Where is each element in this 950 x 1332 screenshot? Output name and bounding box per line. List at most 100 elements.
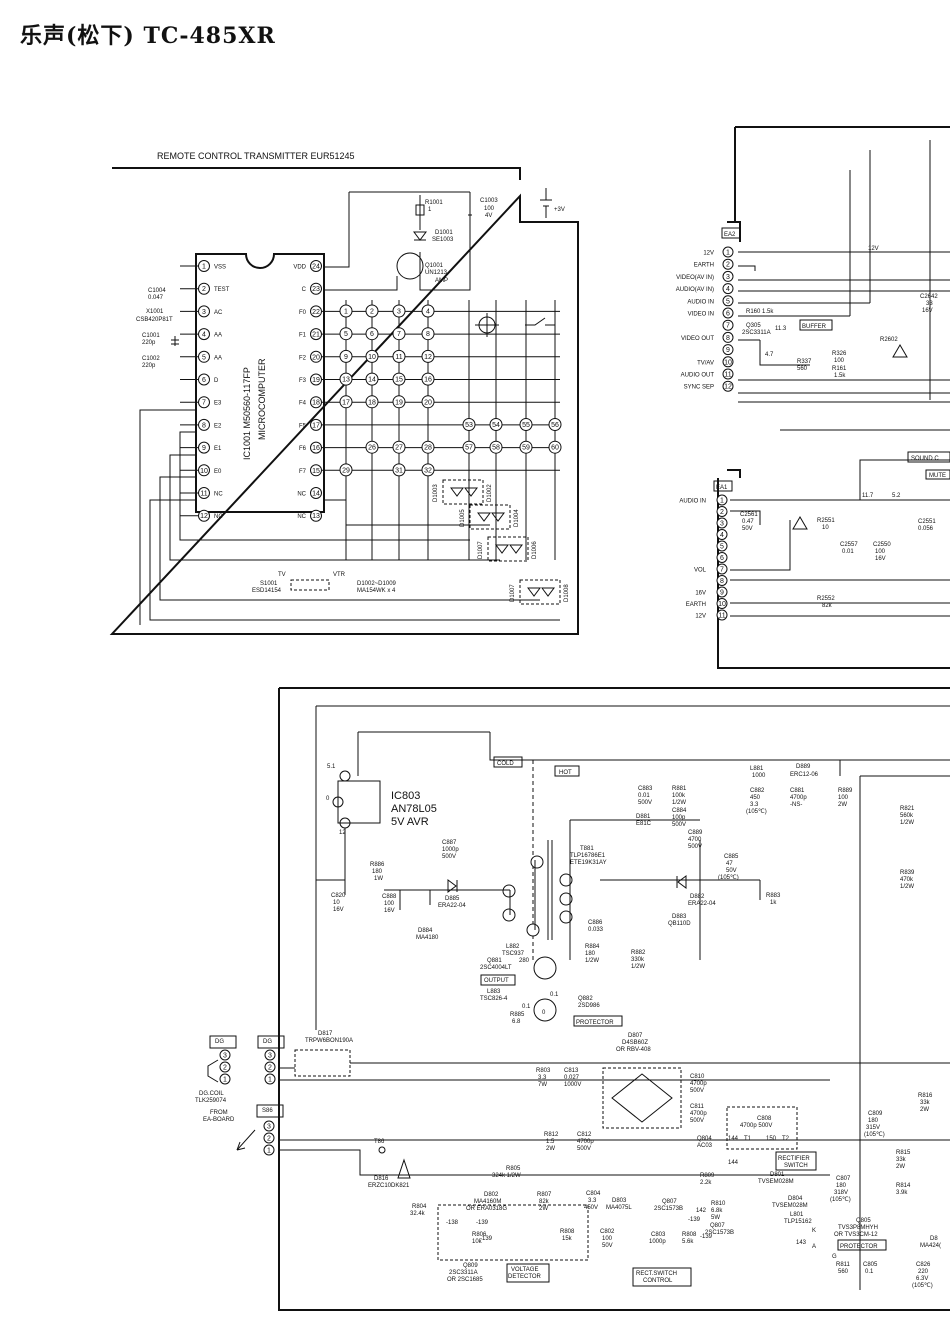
power-component-label: R886 (370, 862, 385, 868)
q1001-value: UN1213 (425, 270, 448, 276)
power-component-label: QB110D (668, 921, 691, 927)
power-component-label: -NS- (790, 802, 802, 808)
battery-label: +3V (554, 207, 565, 213)
power-component-label: 47 (726, 861, 733, 867)
power-component-label: C811 (690, 1104, 705, 1110)
ea1-name: EA1 (716, 485, 728, 491)
keypad-key: 1 (339, 304, 353, 318)
c1002-label: C1002 (142, 356, 160, 362)
power-component-label: C813 (564, 1068, 579, 1074)
power-component-label: SWITCH (784, 1163, 808, 1169)
ea2-pin: 6 (722, 307, 734, 319)
ic1001-left-pin-num: 7 (202, 400, 206, 407)
keypad-key-num: 19 (395, 399, 403, 406)
c1004-label: C1004 (148, 288, 166, 294)
power-component-label: C885 (724, 854, 739, 860)
power-component-label: 10k (472, 1239, 483, 1245)
connector-pin-num: 2 (267, 1136, 271, 1143)
c2550-value1: 100 (875, 549, 886, 555)
power-component-label: 1/2W (900, 820, 914, 826)
power-component-label: 4700p (577, 1139, 594, 1145)
ea2-pin: 12 (722, 380, 734, 392)
power-component-label: 2SC1573B (654, 1206, 683, 1212)
t881-pin (502, 884, 516, 898)
power-component-label: D802 (484, 1192, 499, 1198)
power-component-label: 2W (539, 1206, 548, 1212)
power-component-label: RECT.SWITCH (636, 1271, 677, 1277)
power-component-label: 180 (585, 951, 596, 957)
connector-pin-num: 3 (268, 1053, 272, 1060)
ic1001-right-pin-name: F1 (299, 333, 307, 339)
ic803-v12: 12 (339, 830, 346, 836)
connector-pin: 3 (264, 1049, 276, 1061)
keypad-key: 3 (392, 304, 406, 318)
buffer-box (799, 319, 833, 331)
keypad-key: 54 (489, 418, 503, 431)
s1001-switch (290, 579, 330, 591)
mute-box (925, 469, 950, 480)
t881-pin (526, 923, 540, 937)
ic1001-right-pin-num: 16 (312, 445, 320, 452)
power-component-label: 0 (542, 1010, 546, 1016)
power-component-label: TSC937 (502, 951, 525, 957)
power-component-label: C887 (442, 840, 457, 846)
keypad-key: 10 (365, 349, 379, 363)
mute-label: MUTE (929, 473, 946, 479)
power-component-label: D8 (930, 1236, 938, 1242)
dg-coil-pin: 2 (219, 1061, 231, 1073)
power-component-label: EA-BOARD (203, 1117, 235, 1123)
power-component-label: 143 (796, 1240, 807, 1246)
keypad-key-num: 20 (424, 399, 432, 406)
dg-coil-pin-num: 3 (223, 1053, 227, 1060)
ea2-pin-num: 6 (726, 311, 730, 318)
ic1001-left-pin-num: 2 (202, 286, 206, 293)
keypad-key-num: 5 (344, 331, 348, 338)
keypad-key: 14 (365, 372, 379, 386)
ic1001-left-pin: 9 (198, 441, 210, 454)
keypad-key-num: 12 (424, 354, 432, 361)
ic1001-left-pin-name: NC (214, 492, 223, 498)
power-component-label: 1/2W (900, 884, 914, 890)
power-component-label: R812 (544, 1132, 559, 1138)
ea2-pin: 4 (722, 283, 734, 295)
ea1-pin: 5 (716, 540, 728, 552)
power-component-label: 280 (519, 958, 530, 964)
ic1001-left-pin-name: NC (214, 514, 223, 520)
ic1001-left-pin-num: 6 (202, 377, 206, 384)
ea1-pin: 7 (716, 563, 728, 575)
ic803-pin2 (339, 770, 351, 782)
ea2-pin-label: AUDIO IN (687, 299, 714, 305)
power-component-label: (105℃) (718, 875, 739, 881)
ea1-pin: 9 (716, 586, 728, 598)
power-component-label: 1/2W (631, 964, 645, 970)
power-component-label: MA424( (920, 1243, 941, 1249)
c1001-label: C1001 (142, 333, 160, 339)
c2642-value2: 16V (922, 308, 933, 314)
q1001-label: Q1001 (425, 263, 444, 269)
ic803-part: AN78L05 (391, 803, 437, 815)
power-component-label: C820 (331, 893, 346, 899)
power-component-label: -138 (446, 1220, 459, 1226)
power-component-label: R804 (412, 1204, 427, 1210)
power-component-label: 1W (374, 876, 383, 882)
power-component-label: T86 (374, 1139, 385, 1145)
keypad-key: 58 (489, 440, 503, 454)
ic1001-name: IC1001 M50560-117FP (242, 367, 252, 460)
r2552-label: R2552 (817, 596, 835, 602)
t881-pin (502, 908, 516, 922)
keypad-key-num: 11 (395, 354, 402, 361)
ic1001-right-pin-name: F7 (299, 469, 307, 475)
d807-box (602, 1067, 682, 1129)
power-component-label: T1 (744, 1136, 752, 1142)
from-arrow-head (236, 1141, 246, 1151)
power-component-label: T2 (782, 1136, 790, 1142)
c2557-value: 0.01 (842, 549, 854, 555)
keypad-key-num: 1 (344, 309, 348, 316)
remote-frame (109, 167, 579, 635)
remote-title: REMOTE CONTROL TRANSMITTER EUR51245 (157, 151, 355, 161)
ic1001-left-pin-num: 10 (200, 468, 208, 475)
power-component-label: DG (215, 1039, 224, 1045)
power-component-label: (105℃) (746, 809, 767, 815)
r1001-resistor (415, 195, 425, 230)
diode-label: D1006 (532, 541, 538, 559)
